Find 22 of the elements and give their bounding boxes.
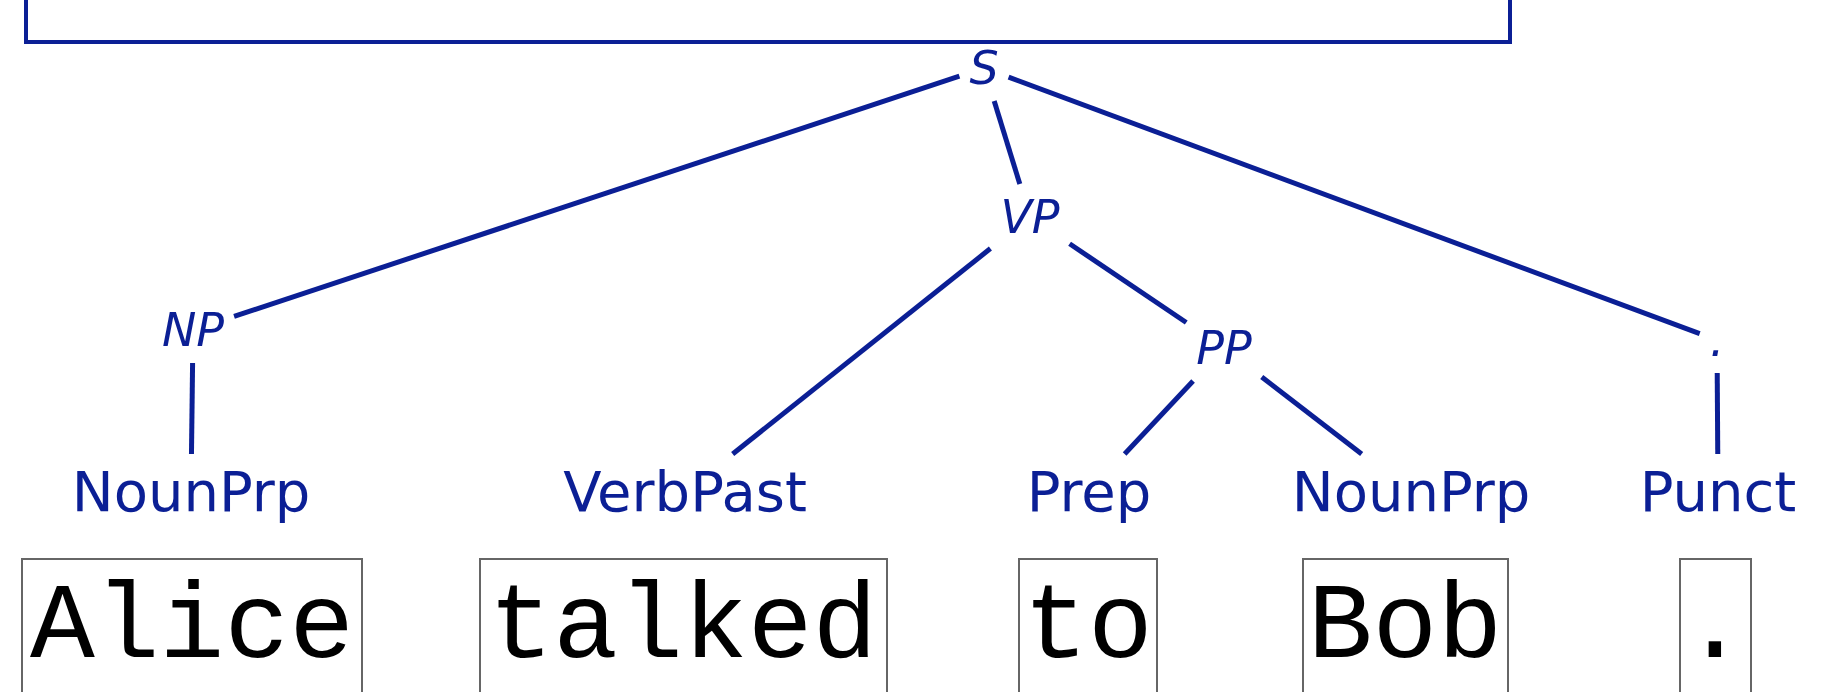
tree-branch-line — [233, 73, 961, 319]
tree-branch-line — [188, 362, 196, 455]
frame-box — [24, 0, 1512, 44]
word-box: to — [1018, 558, 1158, 692]
tree-branch-line — [1714, 373, 1721, 454]
phrase-label: NP — [161, 307, 225, 353]
word-box: Alice — [21, 558, 363, 692]
phrase-label: . — [1709, 317, 1725, 363]
part-of-speech-tag: VerbPast — [563, 464, 807, 520]
word-box: Bob — [1301, 558, 1509, 692]
phrase-label: S — [969, 45, 999, 91]
tree-branch-line — [731, 246, 992, 456]
tree-branch-line — [1068, 241, 1188, 325]
phrase-label: PP — [1196, 325, 1252, 371]
tree-branch-line — [991, 100, 1023, 185]
word-box: . — [1678, 558, 1752, 692]
phrase-label: VP — [1000, 194, 1060, 240]
tree-branch-line — [1007, 74, 1701, 336]
part-of-speech-tag: Punct — [1639, 464, 1797, 520]
tree-branch-line — [1122, 379, 1195, 456]
word-box: talked — [478, 558, 888, 692]
tree-branch-line — [1260, 375, 1364, 456]
